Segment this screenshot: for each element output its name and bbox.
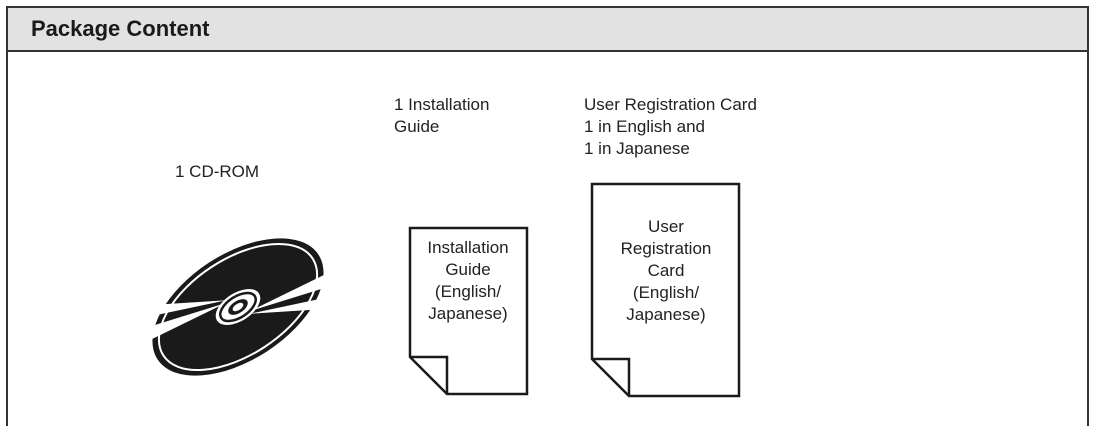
user-registration-card-label-line-1: User Registration Card — [584, 95, 757, 114]
user-registration-card-doc-line-4: (English/ — [632, 283, 700, 302]
user-registration-card-label: User Registration Card 1 in English and … — [584, 94, 757, 160]
cd-rom-label: 1 CD-ROM — [175, 162, 260, 181]
installation-guide-label-line-2: Guide — [394, 117, 440, 136]
installation-guide-label-line-1: 1 Installation — [394, 95, 490, 114]
user-registration-card-doc-line-1: User — [648, 217, 684, 236]
panel-title: Package Content — [31, 16, 210, 41]
panel-header: Package Content — [8, 8, 1087, 52]
user-registration-card-document-text: User Registration Card (English/ Japanes… — [599, 216, 733, 326]
user-registration-card-doc-line-5: Japanese) — [626, 305, 706, 324]
user-registration-card-doc-line-3: Card — [647, 261, 685, 280]
cd-rom-icon — [144, 238, 332, 376]
installation-guide-doc-line-3: (English/ — [434, 282, 502, 301]
user-registration-card-label-line-2: 1 in English and — [584, 117, 705, 136]
installation-guide-document-text: Installation Guide (English/ Japanese) — [413, 237, 523, 325]
installation-guide-doc-line-2: Guide — [445, 260, 491, 279]
user-registration-card-document-icon — [590, 182, 741, 398]
user-registration-card-label-line-3: 1 in Japanese — [584, 139, 690, 158]
installation-guide-label: 1 Installation Guide — [394, 94, 489, 138]
installation-guide-doc-line-4: Japanese) — [428, 304, 508, 323]
installation-guide-document-icon — [408, 226, 529, 396]
installation-guide-doc-line-1: Installation — [427, 238, 509, 257]
user-registration-card-doc-line-2: Registration — [620, 239, 712, 258]
